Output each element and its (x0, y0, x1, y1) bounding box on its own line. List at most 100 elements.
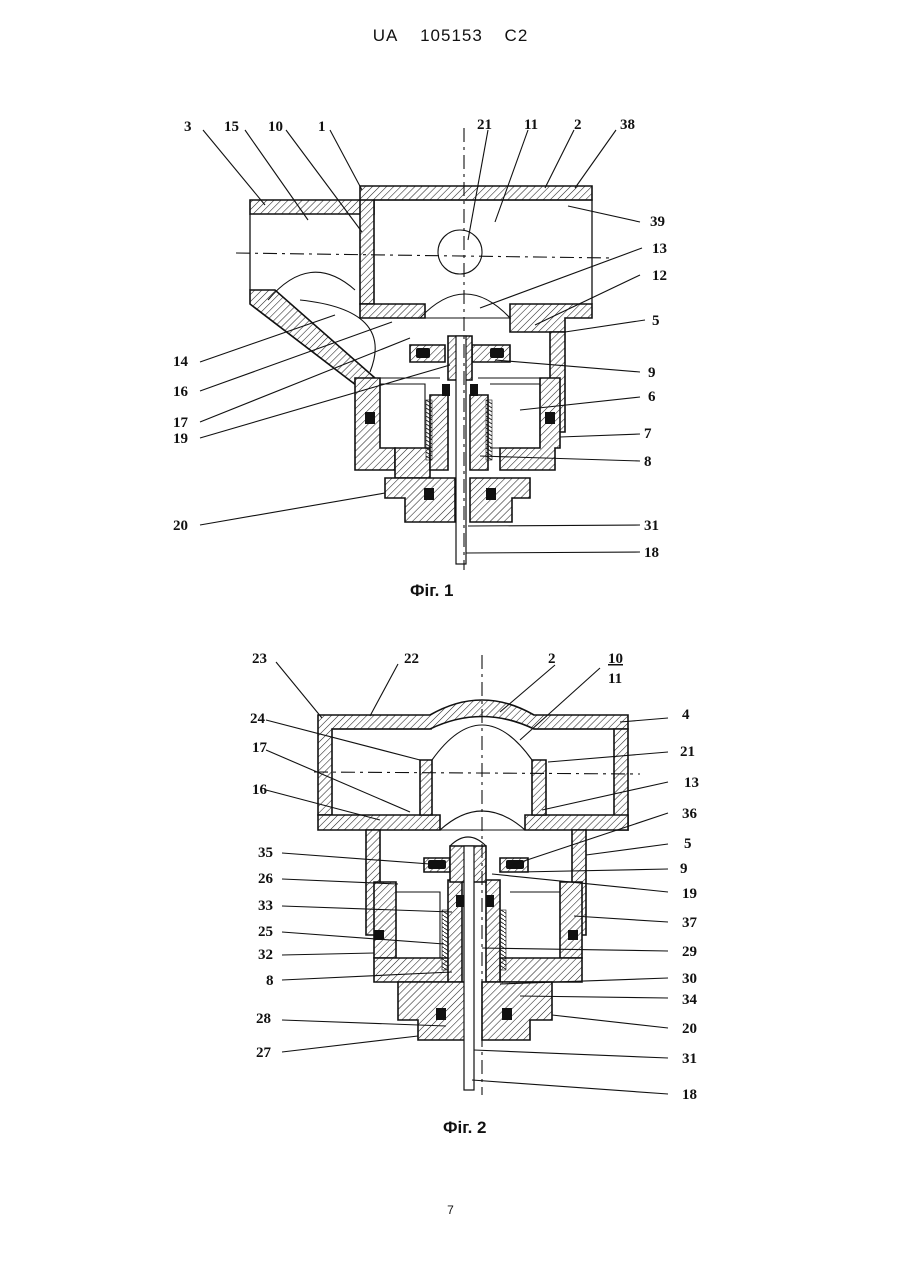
fig2-label-11: 11 (608, 671, 622, 687)
fig1-base-nut (385, 478, 455, 522)
fig1-port-circle (438, 230, 482, 274)
fig2-top-wall (318, 700, 628, 815)
fig2-seal-6 (486, 895, 494, 907)
fig1-sleeve-bottom (395, 448, 430, 478)
fig2-label-5: 5 (684, 836, 692, 852)
fig2-seal-7 (436, 1008, 446, 1020)
fig2-cup-inner (396, 892, 560, 958)
fig2-label-19: 19 (682, 886, 697, 902)
fig1-seal-6 (470, 384, 478, 396)
fig1-label-18: 18 (644, 545, 659, 561)
fig1-stem (456, 336, 466, 564)
fig2-label-24: 24 (250, 711, 266, 727)
fig2-label-30: 30 (682, 971, 697, 987)
fig1-upper-chamber-outline (250, 200, 592, 304)
fig2-caption: Фіг. 2 (443, 1118, 487, 1137)
fig2-label-32: 32 (258, 947, 273, 963)
fig1-label-31: 31 (644, 518, 659, 534)
fig1-label-9: 9 (648, 365, 656, 381)
fig2-horizontal-axis (314, 772, 640, 774)
figure-2: 23 22 2 10 11 4 24 21 17 16 13 36 5 35 9… (250, 651, 699, 1137)
fig2-base-left (398, 982, 468, 1040)
fig1-label-6: 6 (648, 389, 656, 405)
figure-1: 3 15 10 1 21 11 2 38 39 13 12 5 9 6 7 8 … (173, 117, 667, 600)
fig2-label-23: 23 (252, 651, 267, 667)
fig1-seal-5 (442, 384, 450, 396)
fig1-label-1: 1 (318, 119, 326, 135)
fig1-label-2: 2 (574, 117, 582, 133)
fig1-horizontal-axis (236, 253, 612, 258)
fig1-label-13: 13 (652, 241, 667, 257)
fig2-floor-right (525, 815, 628, 830)
fig2-seal-5 (456, 895, 464, 907)
fig1-seal-3 (365, 412, 375, 424)
fig1-chamber-floor (360, 304, 425, 318)
fig1-guide-right (470, 395, 488, 470)
fig1-base-nut-right (470, 478, 530, 522)
fig2-label-28: 28 (256, 1011, 271, 1027)
fig2-label-21: 21 (680, 744, 695, 760)
fig1-valve-dome (420, 294, 510, 318)
fig2-floor-left (318, 815, 440, 830)
fig1-label-8: 8 (644, 454, 652, 470)
fig1-spring-right (486, 400, 492, 460)
fig2-spring-left (442, 910, 448, 970)
fig2-label-17: 17 (252, 740, 268, 756)
fig2-cup-bottom-right (500, 958, 582, 982)
fig1-seal-8 (486, 488, 496, 500)
fig2-label-34: 34 (682, 992, 698, 1008)
fig1-spring-left (426, 400, 432, 460)
fig2-label-2: 2 (548, 651, 556, 667)
fig2-label-8: 8 (266, 973, 274, 989)
fig1-seal-4 (545, 412, 555, 424)
page-number: 7 (0, 1203, 901, 1217)
fig2-label-35: 35 (258, 845, 273, 861)
fig1-label-10: 10 (268, 119, 283, 135)
fig1-label-15: 15 (224, 119, 239, 135)
fig2-lower-dome (450, 837, 486, 846)
fig2-cup-right (560, 882, 582, 958)
fig1-label-16: 16 (173, 384, 189, 400)
fig1-label-17: 17 (173, 415, 189, 431)
fig2-label-22: 22 (404, 651, 419, 667)
fig2-label-27: 27 (256, 1045, 272, 1061)
fig2-label-16: 16 (252, 782, 268, 798)
fig2-cup-left (374, 882, 396, 958)
fig2-label-20: 20 (682, 1021, 697, 1037)
fig1-label-3: 3 (184, 119, 192, 135)
fig2-label-36: 36 (682, 806, 698, 822)
fig1-label-7: 7 (644, 426, 652, 442)
fig2-cup-bottom-left (374, 958, 450, 982)
fig1-label-38: 38 (620, 117, 635, 133)
fig1-label-19: 19 (173, 431, 188, 447)
fig1-label-20: 20 (173, 518, 188, 534)
fig1-label-11: 11 (524, 117, 538, 133)
fig2-stem (464, 846, 474, 1090)
fig1-label-39: 39 (650, 214, 665, 230)
fig2-seal-4 (568, 930, 578, 940)
fig2-label-9: 9 (680, 861, 688, 877)
fig2-label-18: 18 (682, 1087, 697, 1103)
fig2-inner-left (420, 760, 432, 815)
fig1-seal-2 (490, 348, 504, 358)
fig1-partition (360, 200, 374, 304)
fig2-inner-right (532, 760, 546, 815)
fig1-label-14: 14 (173, 354, 189, 370)
fig2-seal-1 (428, 860, 446, 869)
fig1-caption: Фіг. 1 (410, 581, 454, 600)
fig1-seal-7 (424, 488, 434, 500)
fig2-label-26: 26 (258, 871, 274, 887)
fig1-chamber-floor-right (510, 304, 592, 332)
fig2-label-25: 25 (258, 924, 273, 940)
fig1-label-21: 21 (477, 117, 492, 133)
fig2-spring-right (500, 910, 506, 970)
fig2-label-13: 13 (684, 775, 699, 791)
fig1-guide-left (430, 395, 448, 470)
fig2-label-31: 31 (682, 1051, 697, 1067)
fig2-base-right (482, 982, 552, 1040)
fig2-label-29: 29 (682, 944, 697, 960)
fig2-label-10: 10 (608, 651, 623, 667)
fig2-label-37: 37 (682, 915, 698, 931)
fig1-label-12: 12 (652, 268, 667, 284)
